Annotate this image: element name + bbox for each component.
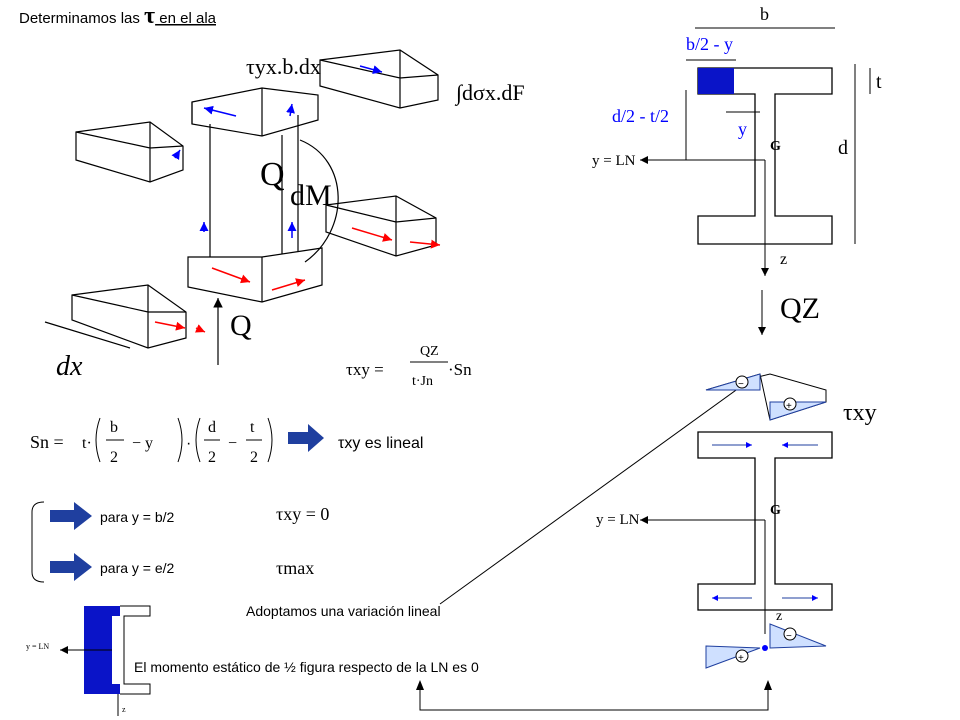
momento-text: El momento estático de ½ figura respecto… (134, 659, 479, 675)
qz-label: QZ (780, 292, 820, 325)
svg-text:y = LN: y = LN (596, 512, 640, 528)
svg-text:y: y (738, 119, 747, 139)
svg-text:y = LN: y = LN (592, 153, 636, 169)
implication-arrows (50, 424, 324, 581)
svg-text:−: − (786, 631, 792, 642)
svg-text:b: b (110, 419, 118, 436)
formula-sn: Sn = t· b 2 − y · d 2 − t 2 (30, 417, 273, 466)
blue-arrows (171, 65, 383, 238)
block-left-bottom (71, 284, 187, 349)
svg-text:τxy =: τxy = (346, 360, 384, 379)
svg-text:+: + (786, 401, 792, 412)
svg-text:− y: − y (132, 435, 153, 452)
svg-text:2: 2 (110, 449, 118, 466)
svg-text:−: − (738, 379, 744, 390)
formula-tau: τxy = QZ t·Jn ·Sn (346, 344, 472, 389)
svg-text:z: z (122, 705, 126, 714)
shear-force-label: τyx.b.dx (246, 54, 321, 79)
beam-3d-figure (44, 49, 439, 365)
svg-text:d/2 - t/2: d/2 - t/2 (612, 106, 669, 126)
case-1-label: para y = b/2 (100, 509, 175, 525)
title-text: Determinamos las τ en el ala (19, 3, 217, 29)
svg-text:y = LN: y = LN (26, 642, 49, 651)
svg-text:2: 2 (250, 449, 258, 466)
svg-text:b: b (760, 4, 769, 24)
bottom-connector (419, 684, 769, 711)
q-top-label: Q (260, 156, 285, 193)
svg-text:·: · (186, 435, 191, 452)
block-right-bottom (325, 195, 437, 257)
svg-text:2: 2 (208, 449, 216, 466)
svg-text:z: z (776, 609, 782, 624)
svg-text:z: z (780, 251, 787, 268)
case-2-result: τmax (276, 558, 314, 578)
svg-text:b/2 - y: b/2 - y (686, 34, 733, 54)
small-section: y = LN z (26, 605, 151, 716)
case-1-result: τxy = 0 (276, 504, 329, 524)
svg-text:·Sn: ·Sn (448, 360, 472, 379)
svg-text:Sn =: Sn = (30, 432, 64, 452)
block-right-top (319, 49, 439, 109)
q-bottom-label: Q (230, 309, 252, 342)
svg-text:d: d (838, 137, 848, 159)
svg-text:QZ: QZ (420, 344, 439, 359)
dm-label: dM (290, 179, 332, 212)
adoptamos-text: Adoptamos una variación lineal (246, 603, 441, 619)
i-section-top: b b/2 - y d/2 - t/2 y t d G y = LN z (592, 4, 882, 276)
cases-bracket (31, 501, 45, 583)
dx-label: dx (56, 351, 83, 382)
svg-text:t: t (250, 419, 255, 436)
svg-text:t·: t· (82, 435, 92, 452)
tau-lineal-text: τxy es lineal (338, 435, 423, 452)
block-left-top (75, 121, 184, 183)
case-2-label: para y = e/2 (100, 560, 175, 576)
svg-text:d: d (208, 419, 216, 436)
svg-text:+: + (738, 653, 744, 664)
svg-text:t: t (876, 71, 882, 93)
integral-label: ∫dσx.dF (454, 80, 525, 106)
red-arrows (154, 227, 441, 333)
pointer-line (439, 379, 751, 605)
svg-text:τxy: τxy (843, 400, 877, 426)
svg-text:−: − (228, 435, 237, 452)
svg-text:G: G (770, 503, 781, 518)
shear-distribution: τxy G y = LN z − + + − (596, 373, 877, 669)
svg-text:G: G (770, 139, 781, 154)
svg-text:t·Jn: t·Jn (412, 374, 433, 389)
